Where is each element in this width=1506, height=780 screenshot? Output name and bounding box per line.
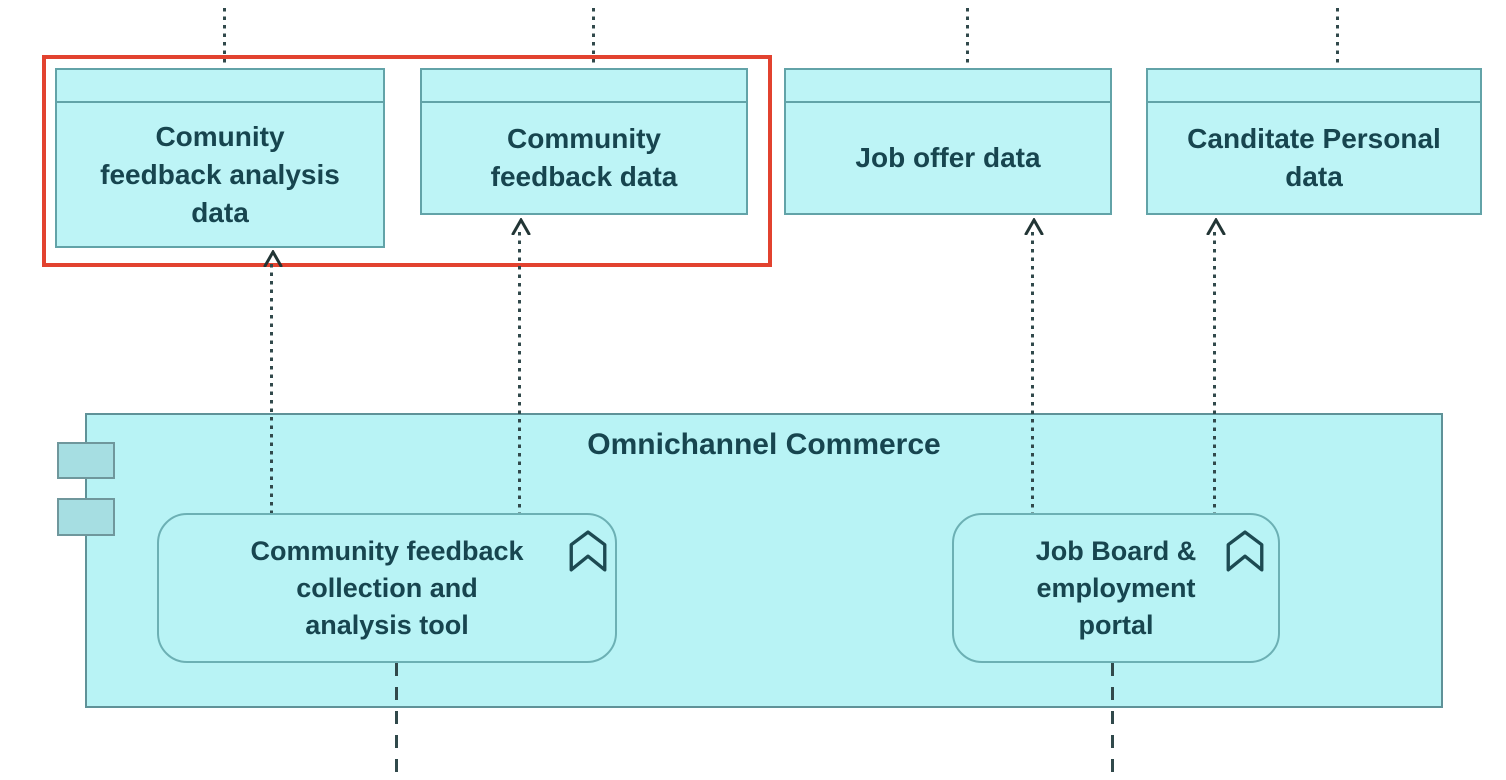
app-component-label: Community feedback collection and analys… bbox=[250, 535, 524, 640]
data-object-header-bar bbox=[786, 70, 1110, 103]
data-object-header-bar bbox=[1148, 70, 1480, 103]
data-object-community-feedback-analysis-data[interactable]: Comunity feedback analysis data bbox=[55, 68, 385, 248]
data-object-label: Community feedback data bbox=[490, 123, 678, 192]
connector-stub-top-3[interactable] bbox=[966, 8, 969, 66]
selection-highlight-box bbox=[42, 55, 772, 267]
app-component-community-feedback-tool[interactable]: Community feedback collection and analys… bbox=[157, 513, 617, 663]
arrowhead-up-icon bbox=[511, 218, 531, 235]
bookmark-chevron-icon bbox=[569, 530, 607, 572]
data-object-header-bar bbox=[422, 70, 746, 103]
access-arrow-to-community-feedback-data[interactable] bbox=[518, 232, 521, 513]
data-object-label: Comunity feedback analysis data bbox=[100, 120, 340, 228]
connector-stub-top-2[interactable] bbox=[592, 8, 595, 66]
connector-stub-top-4[interactable] bbox=[1336, 8, 1339, 66]
data-object-job-offer-data[interactable]: Job offer data bbox=[784, 68, 1112, 215]
access-arrow-to-candidate-personal-data[interactable] bbox=[1213, 232, 1216, 513]
uml-component-port-icon bbox=[57, 498, 115, 536]
arrowhead-up-icon bbox=[1206, 218, 1226, 235]
component-title: Omnichannel Commerce bbox=[587, 428, 941, 461]
data-object-header-bar bbox=[57, 70, 383, 103]
data-object-community-feedback-data[interactable]: Community feedback data bbox=[420, 68, 748, 215]
bookmark-chevron-icon bbox=[1226, 530, 1264, 572]
access-arrow-to-community-feedback-analysis-data[interactable] bbox=[270, 264, 273, 513]
arrowhead-up-icon bbox=[1024, 218, 1044, 235]
connector-dashed-bottom-2[interactable] bbox=[1111, 663, 1114, 778]
app-component-job-board-portal[interactable]: Job Board & employment portal bbox=[952, 513, 1280, 663]
data-object-candidate-personal-data[interactable]: Canditate Personal data bbox=[1146, 68, 1482, 215]
access-arrow-to-job-offer-data[interactable] bbox=[1031, 232, 1034, 513]
connector-stub-top-1[interactable] bbox=[223, 8, 226, 66]
arrowhead-up-icon bbox=[263, 250, 283, 267]
data-object-label: Canditate Personal data bbox=[1187, 123, 1441, 192]
connector-dashed-bottom-1[interactable] bbox=[395, 663, 398, 778]
data-object-label: Job offer data bbox=[855, 142, 1041, 173]
uml-component-port-icon bbox=[57, 442, 115, 479]
app-component-label: Job Board & employment portal bbox=[1035, 535, 1197, 640]
